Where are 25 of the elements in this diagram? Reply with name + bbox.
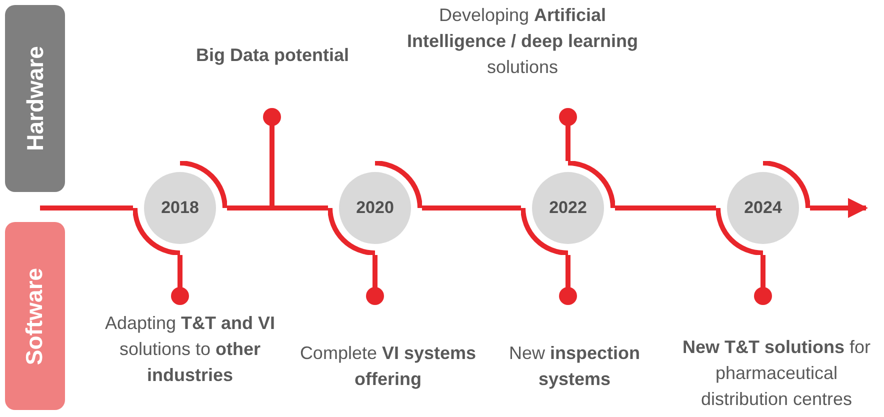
year-label: 2022 <box>548 198 588 218</box>
category-label: Software <box>22 267 48 365</box>
timeline-line <box>615 206 716 210</box>
milestone-text: Complete VI systems offering <box>298 342 478 391</box>
milestone-text: New inspection systems <box>508 342 642 391</box>
milestone-text: Big Data potential <box>196 44 349 67</box>
milestone-text: Developing Artificial Intelligence / deep learning solutions <box>406 4 640 79</box>
leader-line <box>366 255 384 305</box>
leader-line <box>754 255 772 305</box>
timeline-line <box>40 206 133 210</box>
leader-line <box>171 255 189 305</box>
category-band <box>5 5 65 192</box>
leader-line <box>559 255 577 305</box>
category-label: Hardware <box>22 46 48 151</box>
timeline-line <box>227 206 328 210</box>
category-band <box>5 222 65 410</box>
year-label: 2020 <box>355 198 395 218</box>
timeline-line <box>422 206 521 210</box>
leader-line <box>263 108 281 208</box>
year-label: 2024 <box>743 198 783 218</box>
timeline-arrow <box>810 198 868 218</box>
milestone-text: Adapting T&T and VI solutions to other industries <box>104 312 276 387</box>
leader-line <box>559 108 577 161</box>
milestone-text: New T&T solutions for pharmaceutical distribution centres <box>681 336 872 411</box>
year-label: 2018 <box>160 198 200 218</box>
